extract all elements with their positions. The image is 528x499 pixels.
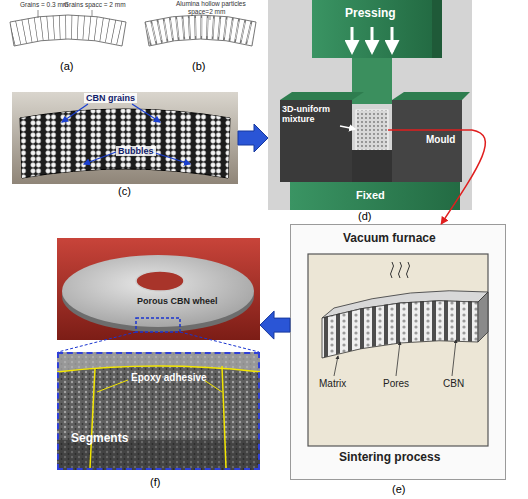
panel-letter: (c) bbox=[118, 185, 131, 198]
press-mould-sketch bbox=[268, 0, 472, 210]
part-label: Segments bbox=[71, 432, 128, 446]
part-label: Pores bbox=[383, 378, 409, 390]
part-label: Bubbles bbox=[116, 146, 156, 156]
block-arrow bbox=[238, 124, 268, 152]
hollow-particle-sketch bbox=[145, 15, 256, 46]
photo-panel: CBN grainsBubbles bbox=[12, 92, 238, 184]
wheel-photo bbox=[57, 238, 260, 352]
zoom-photo bbox=[57, 352, 260, 470]
part-label: 3D-uniform mixture bbox=[282, 104, 348, 125]
panel-title: Sintering process bbox=[339, 451, 440, 465]
panel-letter: (f) bbox=[150, 476, 160, 489]
part-label: Matrix bbox=[319, 378, 346, 390]
panel-letter: (a) bbox=[60, 60, 73, 73]
part-label: CBN grains bbox=[84, 93, 137, 103]
zoom-panel: Epoxy adhesiveSegments bbox=[57, 352, 260, 470]
part-label: CBN bbox=[443, 378, 464, 390]
block-arrow bbox=[260, 311, 290, 339]
panel-title: Vacuum furnace bbox=[343, 232, 436, 246]
dimension-label: Grains spacc = 2 mm bbox=[64, 1, 126, 8]
wheel-panel: Porous CBN wheel bbox=[57, 238, 260, 340]
panel-letter: (e) bbox=[392, 483, 405, 496]
furnace-panel: Vacuum furnaceMatrix Pores CBN Sintering pr… bbox=[290, 224, 506, 480]
panel-letter: (d) bbox=[358, 210, 371, 223]
grain-layout-sketch bbox=[10, 10, 126, 46]
part-label: Epoxy adhesive bbox=[131, 372, 207, 384]
furnace-sketch bbox=[290, 224, 506, 480]
part-label: Porous CBN wheel bbox=[137, 296, 218, 306]
dimension-label: space=2 mm bbox=[188, 8, 225, 15]
action-label: Pressing bbox=[345, 7, 396, 21]
dimension-label: Alumina hollow particles bbox=[176, 0, 246, 7]
segment-photo bbox=[12, 92, 238, 184]
curved-arrow bbox=[441, 130, 485, 224]
part-label: Fixed bbox=[356, 189, 385, 202]
panel-letter: (b) bbox=[192, 60, 205, 73]
press-panel: Pressing 3D-uniform mixtureMouldFixed bbox=[268, 0, 472, 210]
dimension-label: Grains = 0.3 mm bbox=[20, 1, 68, 8]
part-label: Mould bbox=[426, 134, 455, 146]
